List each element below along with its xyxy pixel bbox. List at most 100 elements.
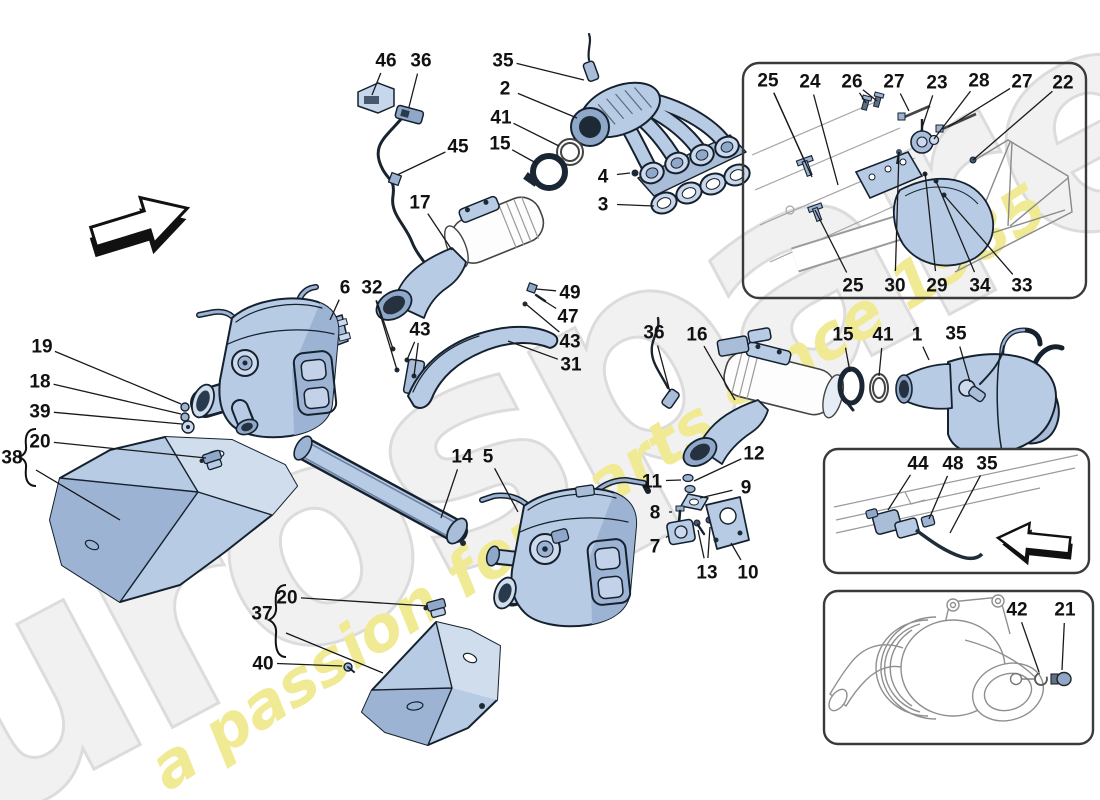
leader-line (535, 288, 557, 292)
callout-18[interactable]: 18 (29, 372, 50, 393)
leader-line (371, 72, 382, 96)
callout-11[interactable]: 11 (642, 472, 663, 493)
callout-43[interactable]: 43 (559, 332, 580, 353)
callout-16[interactable]: 16 (686, 325, 707, 346)
callout-31[interactable]: 31 (560, 355, 582, 376)
leader-line (53, 441, 207, 459)
callout-28[interactable]: 28 (968, 71, 989, 92)
callout-27[interactable]: 27 (883, 72, 904, 93)
callout-46[interactable]: 46 (375, 51, 396, 72)
callout-36[interactable]: 36 (410, 51, 431, 72)
callout-25[interactable]: 25 (757, 71, 779, 92)
callout-41[interactable]: 41 (490, 108, 512, 129)
inset-top-right (741, 61, 1088, 300)
exhaust-shield-piece (893, 149, 994, 267)
callout-19[interactable]: 19 (31, 337, 52, 358)
leader-line (516, 62, 585, 81)
callout-34[interactable]: 34 (969, 276, 991, 297)
cap-nut-21 (1050, 671, 1072, 687)
parts-layer (49, 32, 1065, 746)
callout-20[interactable]: 20 (29, 432, 50, 453)
leader-line (935, 180, 976, 273)
callout-6[interactable]: 6 (340, 278, 351, 299)
inset-arrow-icon (995, 521, 1073, 566)
flexible-pipe-14 (293, 435, 468, 546)
callout-44[interactable]: 44 (907, 454, 929, 475)
callout-23[interactable]: 23 (926, 73, 947, 94)
callout-32[interactable]: 32 (361, 278, 382, 299)
heat-shield-31 (390, 282, 559, 409)
exhaust-manifold-left (570, 32, 747, 197)
callout-30[interactable]: 30 (884, 276, 905, 297)
callout-41[interactable]: 41 (872, 325, 894, 346)
heat-shield-37 (343, 598, 501, 746)
leader-line (329, 299, 340, 321)
callout-40[interactable]: 40 (252, 654, 273, 675)
leader-line (943, 194, 1014, 275)
callout-21[interactable]: 21 (1054, 600, 1076, 621)
callout-29[interactable]: 29 (926, 276, 947, 297)
sensor-cable (914, 528, 984, 561)
leader-line (54, 350, 182, 405)
callout-22[interactable]: 22 (1052, 73, 1073, 94)
callout-37[interactable]: 37 (251, 604, 272, 625)
clamp-15b (837, 366, 865, 412)
leader-line (494, 467, 519, 513)
fasteners-26-27-28 (860, 91, 977, 164)
callout-2[interactable]: 2 (500, 79, 511, 100)
bracket-10 (705, 496, 750, 550)
callout-7[interactable]: 7 (650, 537, 661, 558)
callout-33[interactable]: 33 (1011, 276, 1032, 297)
leader-line (53, 383, 182, 415)
callout-9[interactable]: 9 (741, 478, 752, 499)
leader-line (616, 172, 631, 176)
callout-35[interactable]: 35 (492, 51, 514, 72)
callout-25[interactable]: 25 (842, 276, 864, 297)
leader-line (730, 542, 742, 561)
callout-5[interactable]: 5 (483, 447, 494, 468)
silencer-center-5 (479, 477, 651, 628)
callout-49[interactable]: 49 (559, 283, 580, 304)
callout-36[interactable]: 36 (643, 323, 664, 344)
callout-42[interactable]: 42 (1006, 600, 1027, 621)
callout-13[interactable]: 13 (696, 563, 717, 584)
inset-middle-right (822, 447, 1091, 575)
callout-10[interactable]: 10 (737, 563, 758, 584)
callout-4[interactable]: 4 (598, 167, 609, 188)
callout-39[interactable]: 39 (29, 402, 50, 423)
silencer-left-6 (190, 284, 352, 439)
catalyst-outline-drawing (828, 594, 1045, 722)
callout-43[interactable]: 43 (409, 320, 430, 341)
callout-35[interactable]: 35 (976, 454, 998, 475)
leader-line (375, 300, 398, 371)
callout-15[interactable]: 15 (489, 134, 511, 155)
callout-12[interactable]: 12 (743, 444, 764, 465)
leader-line (1061, 622, 1065, 671)
catalytic-converter-17 (375, 195, 545, 321)
leader-line (858, 92, 867, 104)
callout-45[interactable]: 45 (447, 137, 469, 158)
callout-15[interactable]: 15 (832, 325, 854, 346)
callout-27[interactable]: 27 (1011, 72, 1032, 93)
damper-23 (910, 119, 934, 154)
leader-line (300, 597, 429, 607)
callout-26[interactable]: 26 (841, 72, 862, 93)
bracket-38-brace (16, 428, 37, 487)
callout-35[interactable]: 35 (945, 324, 967, 345)
callout-48[interactable]: 48 (942, 454, 963, 475)
callout-20[interactable]: 20 (276, 588, 297, 609)
callout-3[interactable]: 3 (598, 195, 609, 216)
callout-24[interactable]: 24 (799, 72, 821, 93)
callout-14[interactable]: 14 (451, 447, 473, 468)
leader-line (665, 535, 669, 539)
callout-47[interactable]: 47 (557, 307, 578, 328)
leader-line (928, 475, 949, 520)
fastener-stack (180, 402, 195, 434)
leader-line (693, 458, 742, 482)
callout-1[interactable]: 1 (912, 325, 923, 346)
leader-line (773, 92, 813, 178)
callout-38[interactable]: 38 (1, 448, 22, 469)
callout-8[interactable]: 8 (650, 503, 661, 524)
callout-17[interactable]: 17 (409, 193, 430, 214)
